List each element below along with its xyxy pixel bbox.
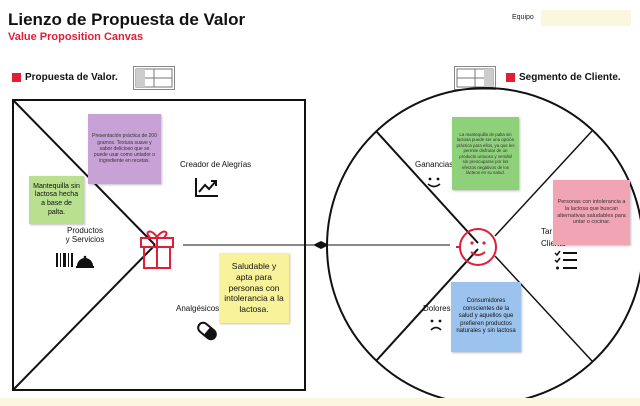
arrow-head-left-icon (313, 241, 321, 249)
arrow-head-right-icon (321, 241, 329, 249)
checklist-icon (554, 250, 578, 277)
sticky-note-purple[interactable]: Presentación práctica de 200 gramos. Tex… (88, 114, 161, 184)
customer-profile-divider (494, 130, 593, 237)
red-square-icon (506, 73, 515, 82)
bottom-bar (0, 398, 640, 406)
customer-segment-label: Segmento de Cliente. (519, 72, 621, 83)
products-services-label: Productos y Servicios (65, 226, 105, 244)
value-proposition-heading: Propuesta de Valor. (12, 72, 118, 83)
sticky-note-yellow[interactable]: Saludable y apta para personas con intol… (219, 253, 289, 323)
gain-creators-label: Creador de Alegrías (180, 160, 252, 169)
smiley-icon (426, 176, 442, 195)
value-proposition-label: Propuesta de Valor. (25, 72, 118, 83)
sticky-note-pink[interactable]: Personas con intolerancia a la lactosa q… (553, 180, 630, 245)
customer-face-icon (455, 224, 501, 275)
page-subtitle: Value Proposition Canvas (8, 31, 144, 43)
customer-profile-divider (375, 248, 479, 362)
frown-icon (428, 318, 444, 337)
sticky-note-green-left[interactable]: Mantequilla sin lactosa hecha a base de … (29, 176, 84, 224)
sticky-note-green-right[interactable]: La mantequilla de palta sin lactosa pued… (452, 117, 519, 190)
customer-profile-divider (494, 255, 593, 362)
red-square-icon (12, 73, 21, 82)
chart-up-icon (194, 176, 220, 203)
value-map-divider (12, 99, 156, 246)
team-field[interactable] (541, 10, 631, 26)
pains-label: Dolores (423, 304, 451, 313)
page-title: Lienzo de Propuesta de Valor (8, 10, 246, 29)
customer-segment-heading: Segmento de Cliente. (506, 72, 621, 83)
square-thumbnail-icon (133, 66, 175, 90)
gains-label: Ganancias (415, 160, 454, 169)
pill-icon (194, 318, 220, 349)
team-label: Equipo (512, 14, 534, 21)
sticky-note-blue[interactable]: Consumidores conscientes de la salud y a… (451, 282, 521, 352)
customer-profile-divider (375, 130, 479, 244)
gift-icon (138, 222, 176, 275)
barcode-bell-icon (55, 251, 95, 276)
value-map-divider (12, 244, 156, 391)
circle-thumbnail-icon (454, 66, 496, 90)
pain-relievers-label: Analgésicos (176, 304, 220, 313)
